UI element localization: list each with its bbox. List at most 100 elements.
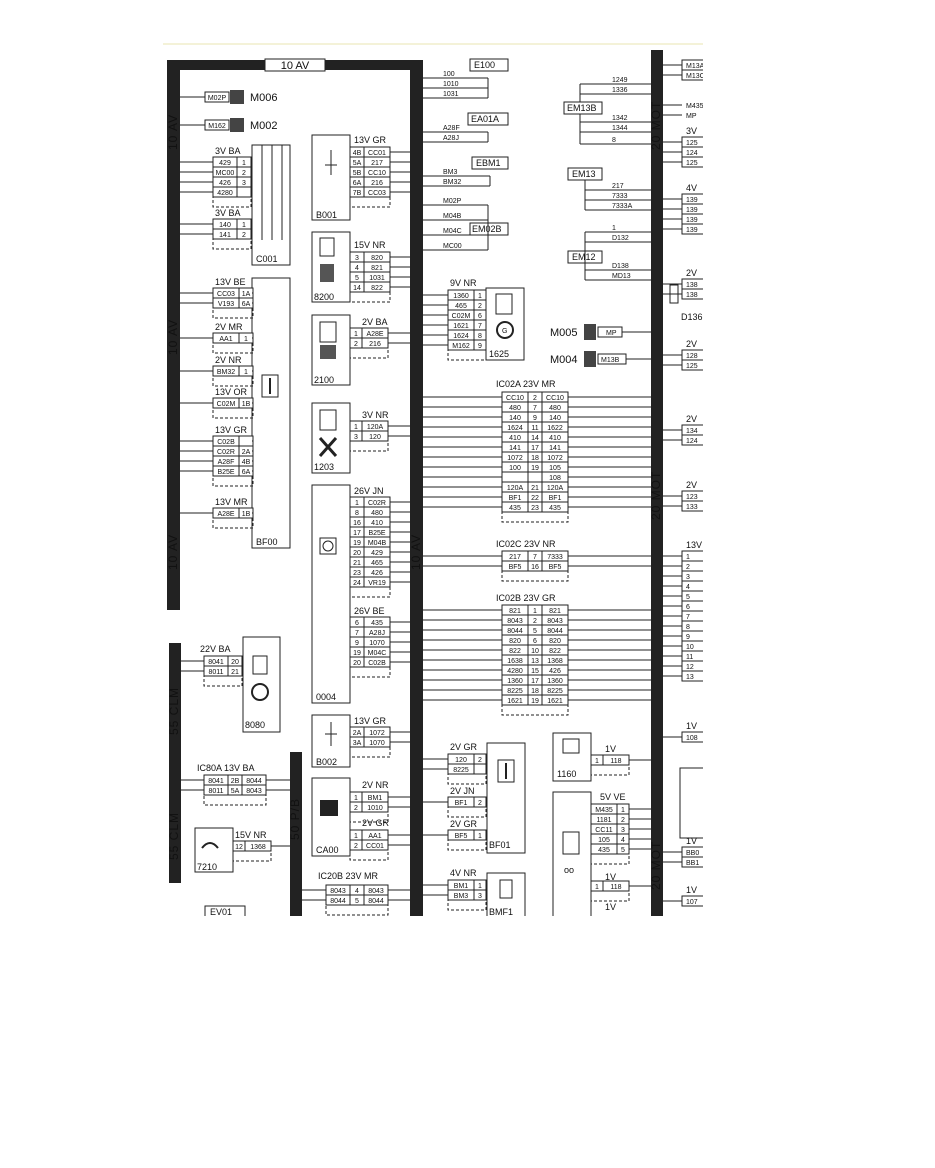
pin-label: A28F [218, 459, 235, 466]
pin-label: 4B [353, 150, 362, 157]
pin-label: A28F [443, 125, 460, 132]
pin-label: 429 [371, 550, 383, 557]
pin-label: M04C [368, 650, 387, 657]
pin-label: M162 [452, 343, 470, 350]
pin-label: 8044 [547, 628, 563, 635]
c8080-label: 8080 [245, 720, 265, 730]
pin-label: 20 [353, 550, 361, 557]
pin-label: 11 [686, 654, 693, 661]
pin-label: BM32 [443, 179, 461, 186]
pin-label: D132 [612, 235, 629, 242]
pin-label: 8043 [547, 618, 563, 625]
svg-text:E100: E100 [474, 60, 495, 70]
pin-label: 139 [686, 197, 698, 204]
bf01-label: BF01 [489, 840, 511, 850]
m005-plug-icon [584, 324, 596, 340]
pin-label: 118 [610, 884, 621, 891]
pin-label: 7333A [612, 203, 633, 210]
pin-label: 13 [686, 674, 694, 681]
pin-label: C02B [368, 660, 386, 667]
pin-label: 105 [598, 837, 610, 844]
pin-label: 1 [686, 554, 690, 561]
pin-label: 8011 [208, 669, 223, 676]
bus-left-av-label-1: 10 AV [166, 114, 180, 150]
bus-left-av-label-2: 10 AV [166, 319, 180, 355]
c0004-module: 0004 [311, 484, 351, 704]
svg-text:15V NR: 15V NR [354, 240, 386, 250]
pin-label: 1622 [547, 425, 563, 432]
svg-text:2V GR: 2V GR [450, 819, 478, 829]
pin-label: 217 [509, 554, 521, 561]
pin-label: 435 [509, 505, 521, 512]
b002-module: B002 [311, 714, 351, 768]
c1625-module: G 1625 [485, 287, 525, 361]
svg-text:3V: 3V [686, 126, 697, 136]
pin-label: 125 [686, 363, 698, 370]
pin-label: A28J [443, 135, 459, 142]
pin-label: 7333 [612, 193, 628, 200]
pin-label: 821 [549, 608, 561, 615]
pin-label: 14 [353, 285, 361, 292]
pin-label: 2 [478, 800, 482, 807]
pin-label: 22 [531, 495, 539, 502]
bus-left-clm [169, 643, 181, 883]
pin-label: CC03 [217, 291, 235, 298]
pin-label: 2 [533, 618, 537, 625]
svg-text:2V: 2V [686, 414, 697, 424]
pin-label: 1 [242, 160, 246, 167]
pin-label: 1072 [507, 455, 523, 462]
bmf1-label: BMF1 [489, 907, 513, 917]
pin-label: M04B [368, 540, 387, 547]
pin-label: BF5 [455, 833, 468, 840]
pin-label: 1344 [612, 125, 628, 132]
pin-label: 11 [531, 425, 538, 432]
pin-label: 20 [353, 660, 361, 667]
svg-text:2V GR: 2V GR [362, 818, 390, 828]
pin-label: 23 [353, 570, 361, 577]
pin-label: 120A [507, 485, 524, 492]
pin-label: C02R [368, 500, 386, 507]
pin-label: 4280 [217, 190, 233, 197]
pin-label: 1368 [250, 844, 266, 851]
svg-text:M004: M004 [550, 354, 578, 366]
bus-right-mot [651, 50, 663, 930]
c8200-label: 8200 [314, 292, 334, 302]
pin-label: 21 [531, 485, 539, 492]
bus-center-av [410, 60, 423, 930]
pin-label: 1342 [612, 115, 628, 122]
svg-text:9V NR: 9V NR [450, 278, 477, 288]
pin-label: 1031 [443, 91, 459, 98]
pin-label: 6 [355, 620, 359, 627]
pin-label: 4280 [507, 668, 523, 675]
pin-label: 7 [533, 554, 537, 561]
pin-label: 8225 [507, 688, 523, 695]
pin-label: 3 [354, 434, 358, 441]
pin-label: 2 [533, 395, 537, 402]
pin-label: BF5 [509, 564, 522, 571]
pin-label: 2 [478, 757, 482, 764]
c2100-label: 2100 [314, 375, 334, 385]
pin-label: 8041 [208, 778, 224, 785]
bus-pb [290, 752, 302, 932]
pin-label: 140 [219, 222, 231, 229]
pin-label: 1368 [547, 658, 563, 665]
pin-label: 19 [531, 698, 539, 705]
pin-label: 9 [686, 634, 690, 641]
pin-label: MP [686, 113, 697, 120]
svg-text:2V GR: 2V GR [450, 742, 478, 752]
pin-label: 2 [478, 303, 482, 310]
pin-label: C02B [217, 439, 235, 446]
m004-plug-icon [584, 351, 596, 367]
pin-label: 8 [612, 137, 616, 144]
pin-label: 820 [549, 638, 561, 645]
